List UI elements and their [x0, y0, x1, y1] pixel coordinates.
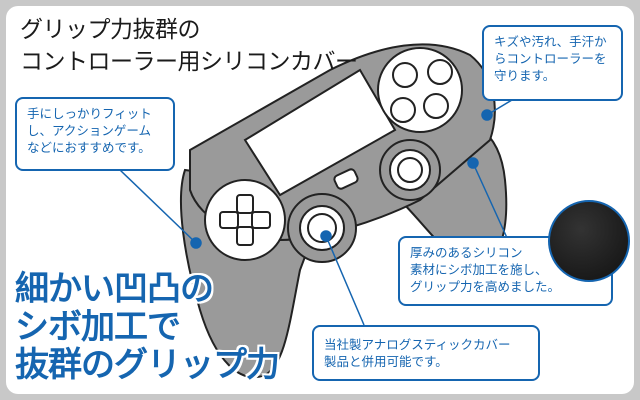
face-button — [392, 62, 418, 88]
face-button — [423, 93, 449, 119]
callout-protection: キズや汚れ、手汗か らコントローラーを 守ります。 — [482, 25, 623, 101]
dpad — [219, 194, 271, 246]
callout-text: 素材にシボ加工を施し、 — [410, 262, 548, 277]
callout-text: 守ります。 — [494, 68, 556, 83]
touchpad — [243, 68, 397, 197]
headline-line: 抜群のグリップ力 — [15, 345, 280, 385]
dpad-area — [204, 179, 286, 261]
callout-text: などにおすすめです。 — [27, 140, 151, 155]
callout-text: 当社製アナログスティックカバー — [324, 337, 511, 352]
callout-text: らコントローラーを — [494, 51, 607, 66]
speaker-grille — [333, 168, 359, 190]
texture-closeup-image — [548, 200, 630, 282]
headline-line: シボ加工で — [15, 307, 181, 347]
face-buttons-area — [377, 47, 463, 133]
headline: 細かい凹凸の シボ加工で 抜群のグリップ力 — [15, 269, 280, 385]
face-button — [427, 59, 453, 85]
callout-fit: 手にしっかりフィット し、アクションゲーム などにおすすめです。 — [15, 97, 175, 171]
title-line: グリップ力抜群の — [20, 17, 200, 43]
face-button — [390, 97, 416, 123]
callout-text: 手にしっかりフィット — [27, 106, 152, 121]
callout-text: グリップ力を高めました。 — [410, 279, 561, 294]
callout-text: 厚みのあるシリコン — [410, 245, 523, 260]
callout-text: し、アクションゲーム — [27, 123, 152, 138]
callout-text: 製品と併用可能です。 — [324, 354, 448, 369]
headline-line: 細かい凹凸の — [15, 269, 214, 309]
controller-illustration — [119, 43, 513, 379]
callout-compatibility: 当社製アナログスティックカバー 製品と併用可能です。 — [312, 325, 540, 381]
page-title: グリップ力抜群の コントローラー用シリコンカバー — [20, 14, 358, 78]
title-line: コントローラー用シリコンカバー — [20, 49, 358, 75]
callout-text: キズや汚れ、手汗か — [494, 34, 607, 49]
